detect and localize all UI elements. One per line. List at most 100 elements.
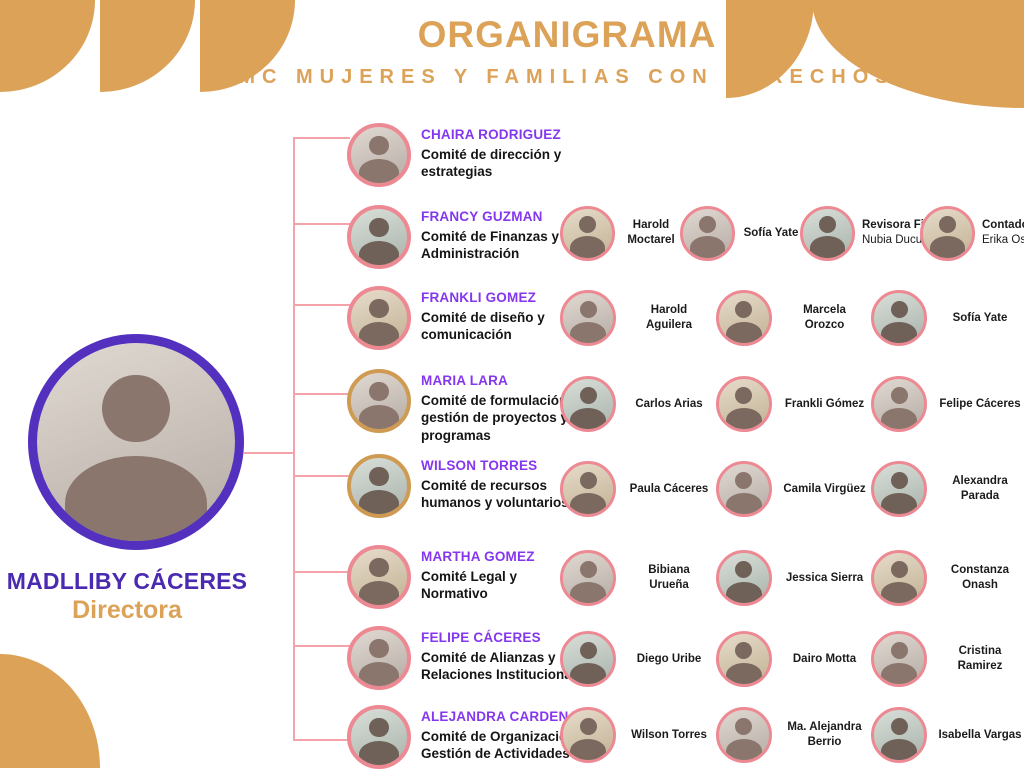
connector-branch-line <box>294 393 350 395</box>
committee-row-legal: MARTHA GOMEZ Comité Legal y Normativo <box>347 545 601 609</box>
member-name: Bibiana Urueña <box>648 564 690 591</box>
committee-row-alianzas: FELIPE CÁCERES Comité de Alianzas y Rela… <box>347 626 601 690</box>
member: Revisora Fiscal Nubia Ducuara <box>800 205 947 261</box>
member-name: Frankli Gómez <box>784 397 865 410</box>
member: Harold Aguilera <box>560 290 711 346</box>
member-photo <box>871 631 927 687</box>
members-row-recursos: Paula Cáceres Camila Virgüez Alexandra P… <box>560 458 1022 520</box>
leader-photo <box>347 369 411 433</box>
leader-photo <box>347 286 411 350</box>
committee-row-formulacion: MARIA LARA Comité de formulación, gestió… <box>347 369 601 444</box>
member-photo <box>560 205 615 261</box>
member-name: Jessica Sierra <box>785 571 864 584</box>
committee-label: Comité de recursos humanos y voluntarios <box>421 478 569 511</box>
director-role: Directora <box>72 596 182 624</box>
leader-name: FRANCY GUZMAN <box>421 209 543 224</box>
committee-row-diseno: FRANKLI GOMEZ Comité de diseño y comunic… <box>347 286 601 350</box>
member-name: Felipe Cáceres <box>939 397 1021 410</box>
member-photo <box>871 290 927 346</box>
leader-photo <box>347 545 411 609</box>
member-role: Revisora Fiscal <box>862 219 947 232</box>
member-photo <box>715 550 772 606</box>
connector-branch-line <box>294 475 350 477</box>
member-photo <box>560 550 616 606</box>
leader-photo <box>347 626 411 690</box>
committee-row-organizacion: ALEJANDRA CARDENAS Comité de Organizació… <box>347 705 601 769</box>
member-photo <box>560 376 616 432</box>
corner-decoration-top-left <box>0 0 295 92</box>
member-name: Paula Cáceres <box>629 482 709 495</box>
leader-name: FELIPE CÁCERES <box>421 630 541 645</box>
member-photo <box>715 631 772 687</box>
member-label: Contadora Pública Erika Ospina <box>982 218 1024 248</box>
member-label: Revisora Fiscal Nubia Ducuara <box>862 218 947 248</box>
members-row-legal: Bibiana Urueña Jessica Sierra Constanza … <box>560 547 1022 609</box>
leader-name: WILSON TORRES <box>421 458 538 473</box>
members-row-finanzas: Harold Moctarel Sofía Yate Revisora Fisc… <box>560 203 1024 263</box>
member-name: Constanza Onash <box>950 564 1010 591</box>
connector-branch-line <box>294 137 350 139</box>
committee-row-finanzas: FRANCY GUZMAN Comité de Finanzas y Admin… <box>347 205 601 269</box>
petal-shape <box>0 0 95 92</box>
committee-label: Comité de Organización y Gestión de Acti… <box>421 729 587 762</box>
member: Camila Virgüez <box>715 461 867 517</box>
connector-branch-line <box>294 571 350 573</box>
member-name: Nubia Ducuara <box>862 234 939 246</box>
member-photo <box>871 550 927 606</box>
connector-branch-line <box>294 739 350 741</box>
member-photo <box>871 376 927 432</box>
member: Alexandra Parada <box>871 461 1022 517</box>
connector-trunk-line <box>293 137 295 741</box>
committee-label: Comité de diseño y comunicación <box>421 310 545 343</box>
connector-branch-line <box>294 645 350 647</box>
member-role: Contadora Pública <box>982 219 1024 232</box>
member: Sofía Yate <box>680 205 800 261</box>
member-photo <box>715 290 772 346</box>
director-photo <box>28 334 244 550</box>
connector-branch-line <box>294 223 350 225</box>
member-name: Sofía Yate <box>743 226 799 239</box>
member-photo <box>560 290 616 346</box>
member-name: Erika Ospina <box>982 234 1024 246</box>
leader-name: MARIA LARA <box>421 373 508 388</box>
member: Cristina Ramirez <box>871 631 1022 687</box>
leader-name: FRANKLI GOMEZ <box>421 290 537 305</box>
leader-photo <box>347 705 411 769</box>
header: ORGANIGRAMA MC MUJERES Y FAMILIAS CON DE… <box>110 14 1024 89</box>
committee-label: Comité Legal y Normativo <box>421 569 518 602</box>
member-name: Alexandra Parada <box>952 475 1008 502</box>
member: Constanza Onash <box>871 550 1022 606</box>
members-row-organizacion: Wilson Torres Ma. Alejandra Berrio Isabe… <box>560 704 1022 766</box>
member-photo <box>800 205 855 261</box>
member-photo <box>715 707 772 763</box>
member-name: Dairo Motta <box>792 652 857 665</box>
leader-name: CHAIRA RODRIGUEZ <box>421 127 561 142</box>
member-photo <box>920 205 975 261</box>
member: Isabella Vargas <box>871 707 1022 763</box>
member-photo <box>715 461 772 517</box>
member-photo <box>560 461 616 517</box>
member: Marcela Orozco <box>715 290 867 346</box>
member: Ma. Alejandra Berrio <box>715 707 867 763</box>
committee-label: Comité de dirección y estrategias <box>421 147 562 180</box>
committee-row-recursos: WILSON TORRES Comité de recursos humanos… <box>347 454 601 518</box>
connector-director-line <box>244 452 294 454</box>
members-row-diseno: Harold Aguilera Marcela Orozco Sofía Yat… <box>560 287 1022 349</box>
leader-photo <box>347 123 411 187</box>
member-photo <box>715 376 772 432</box>
member: Wilson Torres <box>560 707 711 763</box>
member: Dairo Motta <box>715 631 867 687</box>
member-photo <box>560 707 616 763</box>
director-name: MADLLIBY CÁCERES <box>6 568 248 594</box>
member-photo <box>680 205 735 261</box>
member-name: Marcela Orozco <box>803 304 846 331</box>
member: Felipe Cáceres <box>871 376 1022 432</box>
leader-photo <box>347 205 411 269</box>
leader-name: MARTHA GOMEZ <box>421 549 535 564</box>
member-name: Ma. Alejandra Berrio <box>787 721 862 748</box>
leader-photo <box>347 454 411 518</box>
member-name: Wilson Torres <box>631 728 707 741</box>
member-photo <box>871 707 927 763</box>
members-row-alianzas: Diego Uribe Dairo Motta Cristina Ramirez <box>560 628 1022 690</box>
committee-label: Comité de Finanzas y Administración <box>421 229 560 262</box>
